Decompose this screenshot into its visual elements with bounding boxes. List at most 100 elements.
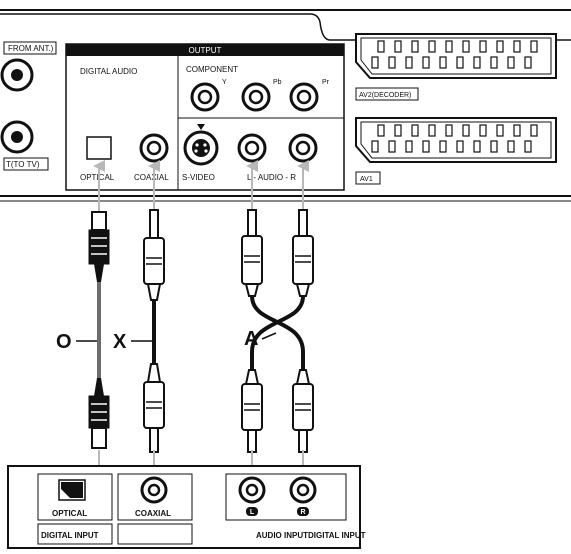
scart-pin (507, 56, 515, 69)
antenna-in-jack (0, 58, 34, 92)
scart-pin (507, 140, 515, 153)
svg-text:R: R (300, 509, 305, 516)
scart-pin (394, 40, 402, 53)
scart-pin (462, 40, 470, 53)
s-video-label: S-VIDEO (182, 173, 215, 182)
to-tv-label: T(TO TV) (6, 160, 40, 169)
scart-pin (490, 140, 498, 153)
coaxial-cable-tag: X (113, 331, 127, 353)
scart-pin (371, 140, 379, 153)
coaxial-cable (143, 209, 165, 453)
scart-pin (422, 140, 430, 153)
component-label: COMPONENT (186, 65, 238, 74)
scart-pin (422, 56, 430, 69)
svg-text:L: L (250, 509, 255, 516)
scart-pin (394, 124, 402, 137)
scart-pin (428, 124, 436, 137)
audio-out-right-jack (288, 133, 318, 163)
y-label: Y (222, 79, 227, 86)
scart-pin (490, 56, 498, 69)
scart-pin (456, 56, 464, 69)
scart-pin (479, 40, 487, 53)
av2-label: AV2(DECODER) (359, 92, 411, 99)
receiver-digital-input-label: DIGITAL INPUT (41, 531, 99, 540)
audio-cable-right-bottom-plug (292, 369, 314, 453)
coaxial-out-label: COAXIAL (134, 173, 169, 182)
scart-pin (524, 140, 532, 153)
audio-out-label: L - AUDIO - R (247, 173, 296, 182)
optical-out-port (86, 136, 112, 160)
scart-av2-connector (355, 33, 557, 79)
receiver-audio-input-label: AUDIO INPUTDIGITAL INPUT (256, 531, 366, 540)
optical-cable (88, 211, 110, 449)
pr-label: Pr (322, 79, 330, 86)
scart-pin (439, 56, 447, 69)
upper-arrows (93, 160, 309, 212)
scart-pin (479, 124, 487, 137)
scart-pin (513, 124, 521, 137)
optical-cable-tag: O (56, 331, 72, 353)
left-channel-badge: L (246, 507, 258, 516)
scart-pin (473, 56, 481, 69)
device-rear-panel: FROM ANT.) T(TO TV) OUTPUT DIGITAL AUDIO… (0, 9, 571, 202)
pb-label: Pb (273, 79, 282, 86)
audio-cable-left-bottom-plug (241, 369, 263, 453)
scart-pin (473, 140, 481, 153)
optical-out-label: OPTICAL (80, 173, 115, 182)
scart-pin (496, 124, 504, 137)
from-ant-label: FROM ANT.) (8, 44, 54, 53)
audio-cable-right-top-plug (292, 209, 314, 297)
cable-tag-coaxial: X (113, 331, 152, 353)
scart-pin (445, 40, 453, 53)
scart-pin (496, 40, 504, 53)
output-title: OUTPUT (189, 46, 222, 55)
scart-pin (405, 140, 413, 153)
coaxial-out-jack (139, 133, 169, 163)
output-title-bar (66, 44, 344, 56)
receiver-coaxial-label: COAXIAL (135, 509, 171, 518)
digital-audio-label: DIGITAL AUDIO (80, 67, 137, 76)
scart-pin (513, 40, 521, 53)
receiver-optical-port (58, 479, 86, 501)
scart-av1-connector (355, 117, 557, 163)
scart-pin (428, 40, 436, 53)
scart-pin (530, 124, 538, 137)
audio-out-left-jack (237, 133, 267, 163)
scart-pin (524, 56, 532, 69)
av1-label: AV1 (360, 176, 373, 183)
av1-tag (355, 171, 381, 185)
cable-tag-audio: A (244, 328, 277, 350)
av2-tag (355, 87, 419, 101)
receiver-panel: OPTICAL COAXIAL DIGITAL INPUT L R AUDIO … (7, 465, 366, 549)
scart-pin (405, 56, 413, 69)
scart-pin (411, 40, 419, 53)
right-channel-badge: R (297, 507, 309, 516)
scart-pin (388, 56, 396, 69)
cable-tag-optical: O (56, 331, 97, 353)
scart-pin (439, 140, 447, 153)
antenna-out-jack (0, 120, 34, 154)
audio-cable-left-top-plug (241, 209, 263, 297)
from-ant-tag (3, 41, 57, 55)
scart-pin (411, 124, 419, 137)
receiver-audio-right-jack (289, 476, 317, 504)
audio-cable-tag: A (244, 328, 258, 350)
scart-pin (371, 56, 379, 69)
receiver-coaxial-jack (140, 476, 168, 504)
to-tv-tag (3, 157, 49, 171)
scart-pin (377, 124, 385, 137)
scart-pin (445, 124, 453, 137)
scart-pin (530, 40, 538, 53)
s-video-jack (183, 124, 219, 166)
scart-pin (456, 140, 464, 153)
scart-pin (388, 140, 396, 153)
scart-pin (377, 40, 385, 53)
scart-pin (462, 124, 470, 137)
component-pr-jack (289, 82, 319, 112)
component-y-jack (190, 82, 220, 112)
component-pb-jack (241, 82, 271, 112)
receiver-optical-label: OPTICAL (52, 509, 87, 518)
audio-cable-wires (250, 295, 305, 370)
receiver-audio-left-jack (238, 476, 266, 504)
